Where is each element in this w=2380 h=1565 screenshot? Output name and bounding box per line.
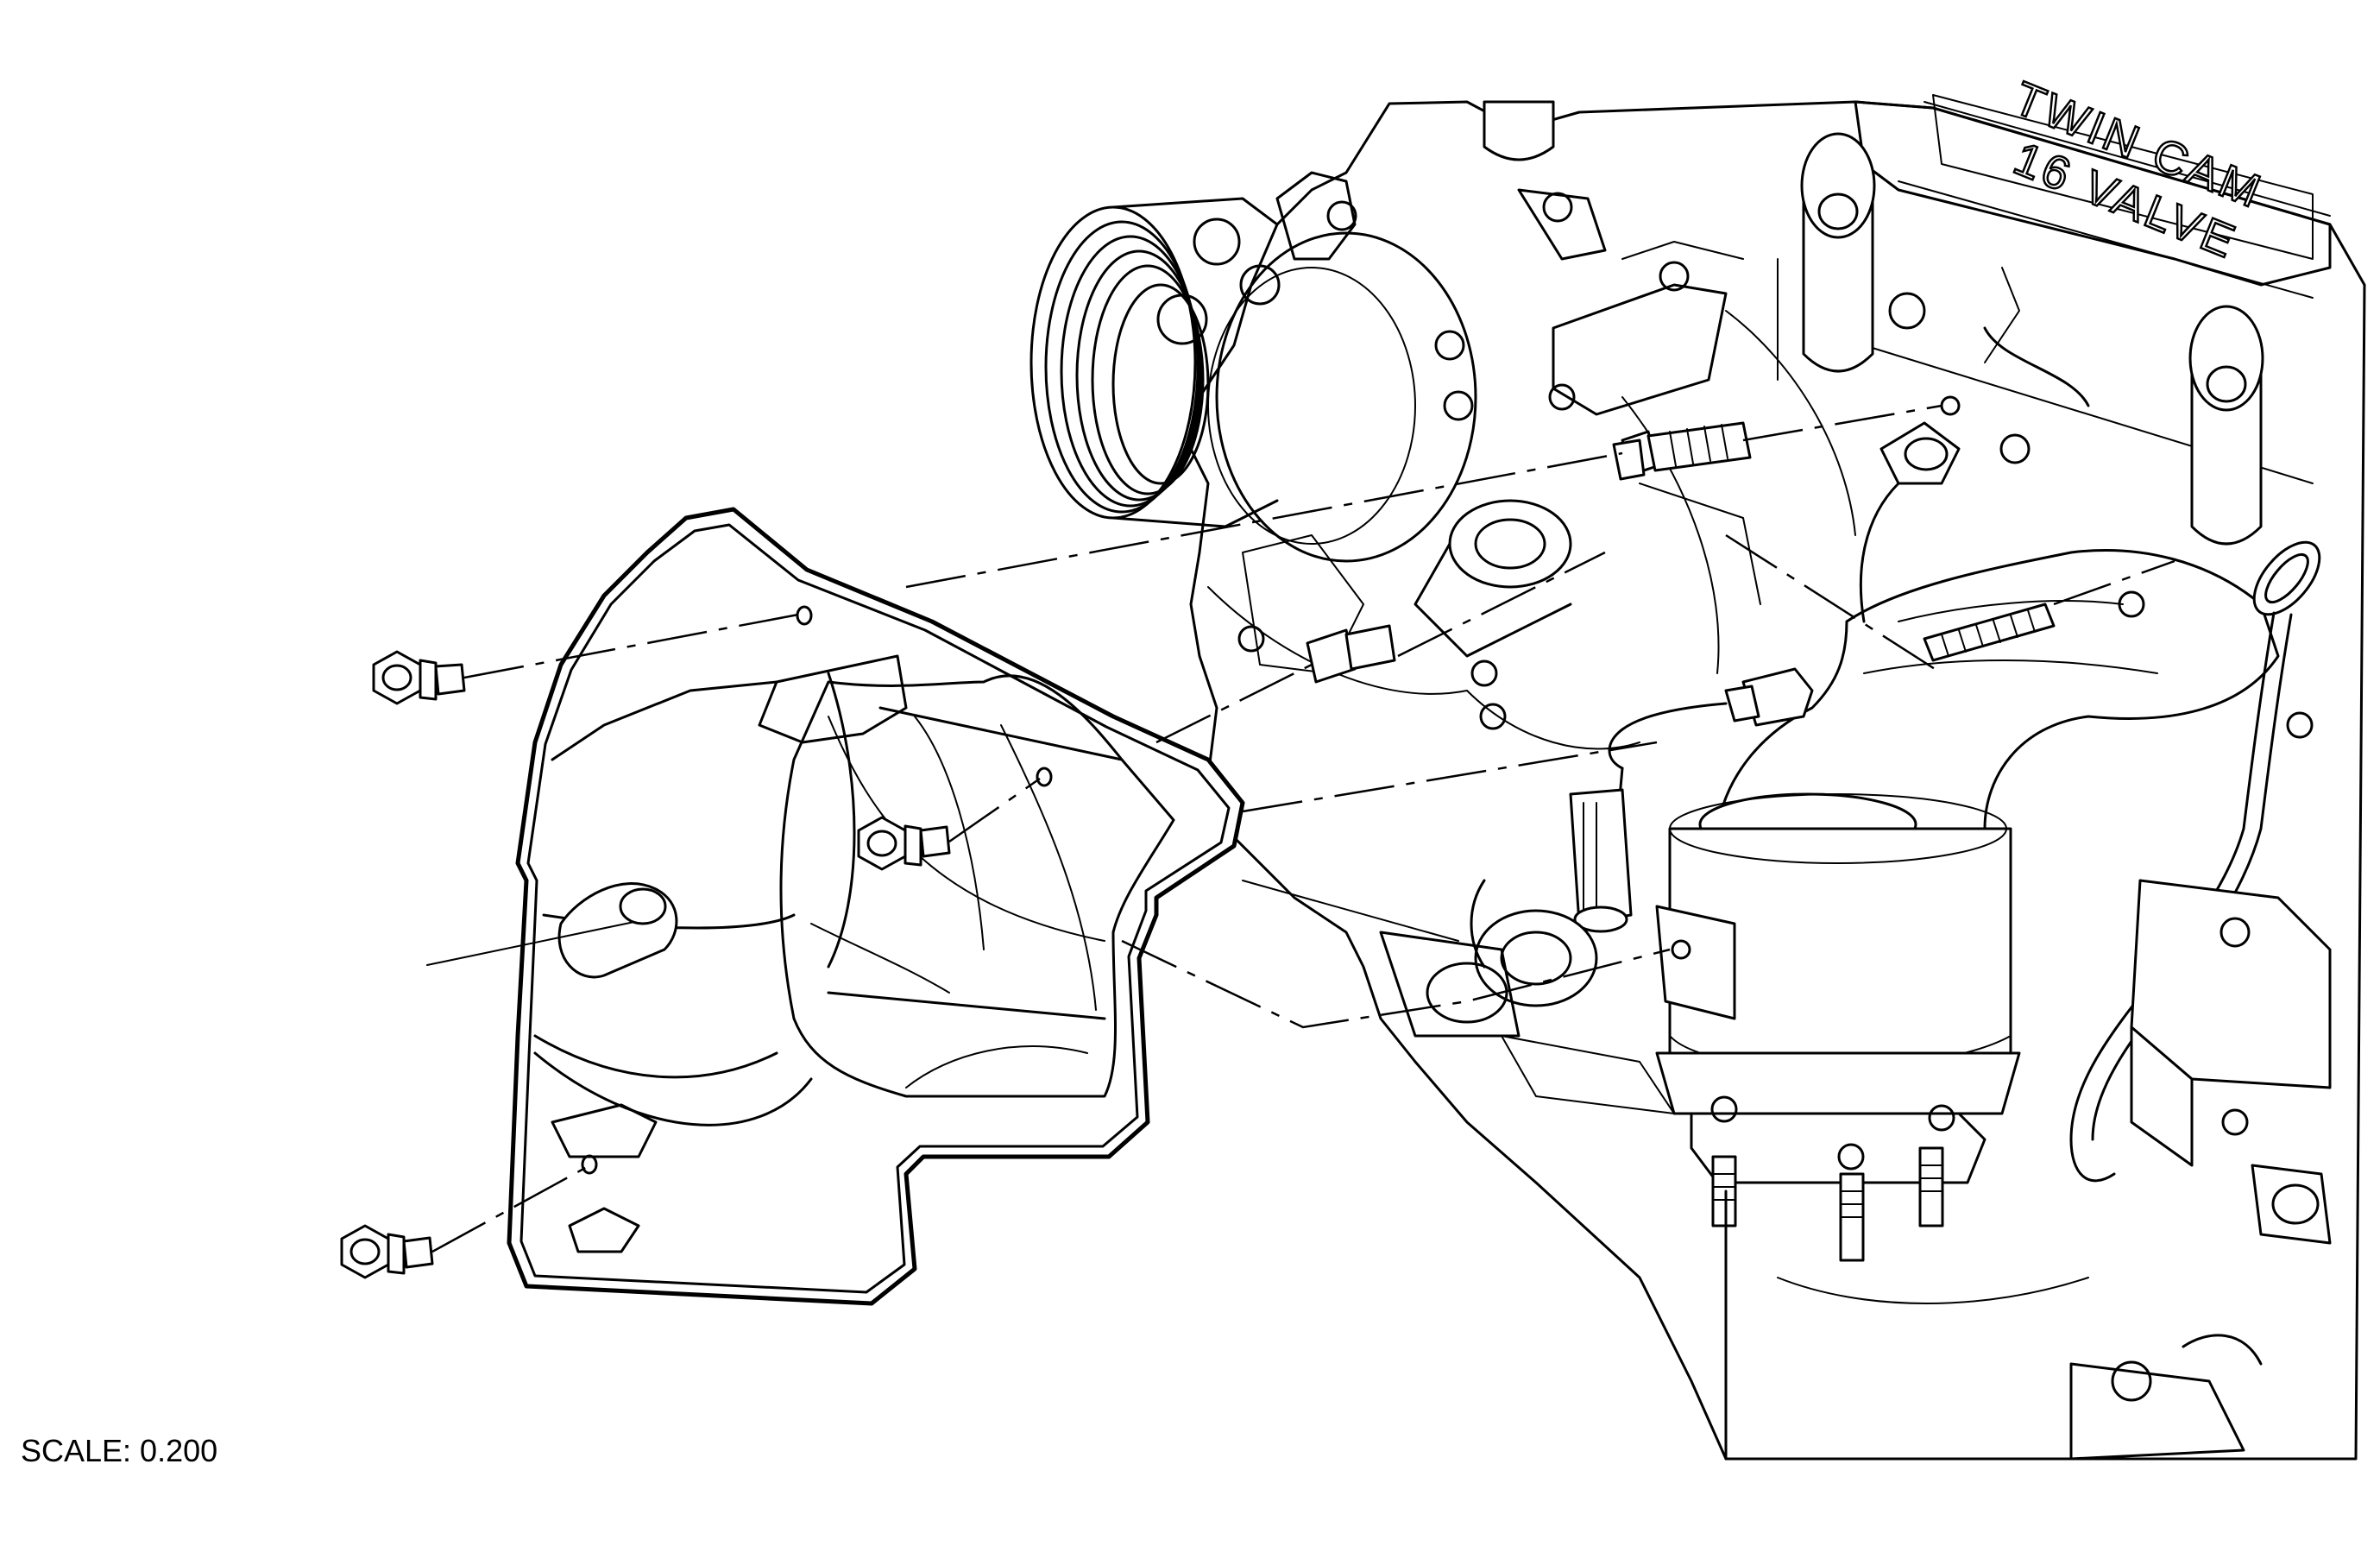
coil-tower-1: [1800, 132, 1876, 373]
exhaust-heat-shield: [507, 507, 1245, 1306]
bolt-middle: [857, 816, 951, 871]
shield-hole-middle: [1036, 767, 1053, 787]
oxygen-sensor: [1470, 667, 1814, 1007]
leader-lines: [426, 404, 2175, 1253]
engine-assembly: TWIN CAM 16 VALVE: [1029, 71, 2366, 1461]
shield-hole-lower: [581, 1154, 598, 1175]
manifold-stud-long: [1923, 603, 2056, 662]
scale-label: SCALE: 0.200: [21, 1433, 218, 1468]
bolt-lower: [340, 1224, 434, 1279]
manifold-stud-lower: [1306, 624, 1396, 684]
exhaust-manifold: [1716, 395, 2280, 830]
catalytic-converter: [1655, 792, 2021, 1262]
coil-tower-2: [2188, 305, 2264, 546]
manifold-stud-upper: [1612, 421, 1752, 481]
ac-compressor-pulley: [1029, 197, 1279, 528]
bolt-upper: [372, 650, 466, 705]
